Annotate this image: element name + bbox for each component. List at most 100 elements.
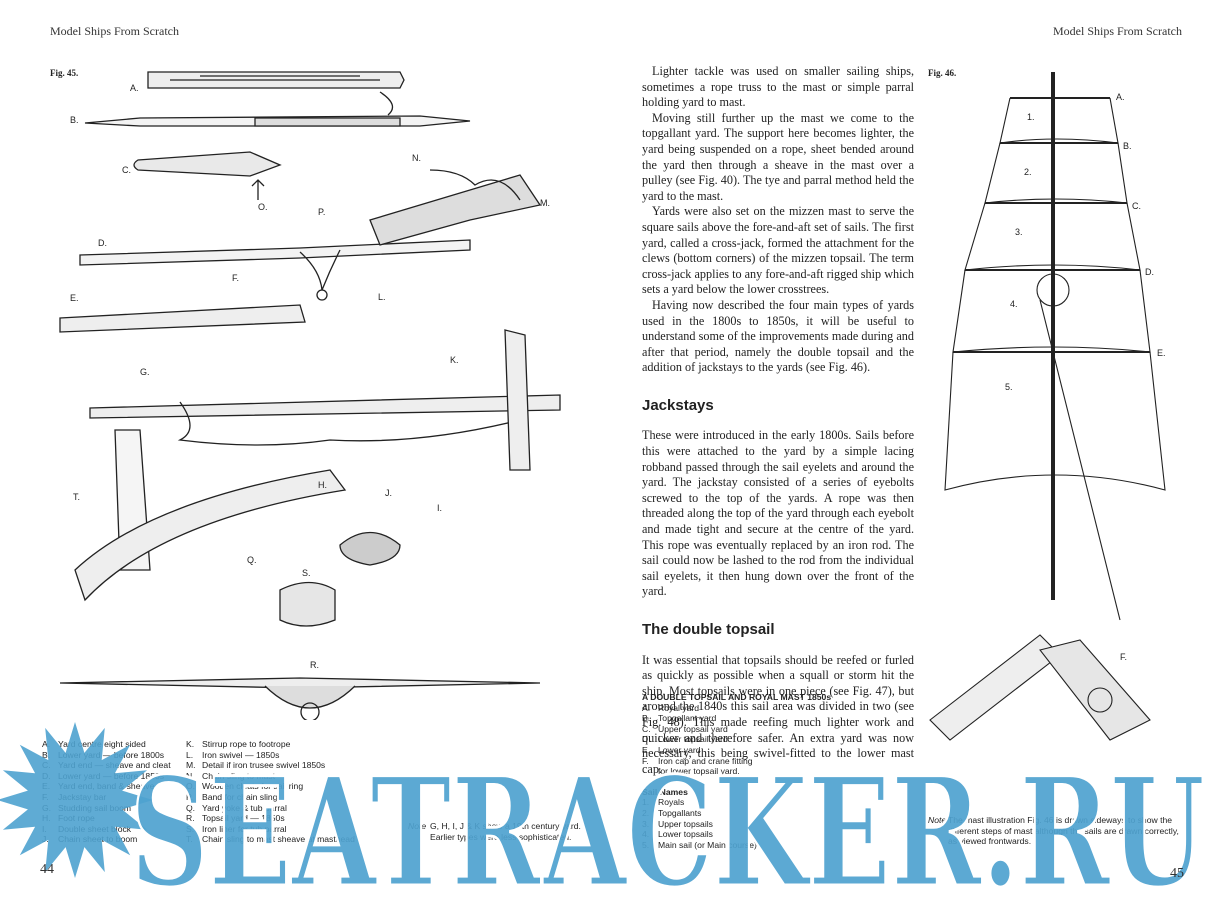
legend-key: C. bbox=[42, 760, 51, 771]
legend-key: J. bbox=[42, 834, 49, 845]
fig45-label-b: B. bbox=[70, 115, 79, 125]
legend-key: B. bbox=[642, 713, 651, 724]
fig46-caption: A DOUBLE TOPSAIL AND ROYAL MAST 1850s A.… bbox=[642, 692, 831, 850]
fig45-label-o: O. bbox=[258, 202, 268, 212]
legend-item: 4. Lower topsails bbox=[642, 829, 831, 840]
legend-item: 5. Main sail (or Main course) bbox=[642, 840, 831, 851]
fig45-illustration bbox=[59, 71, 561, 720]
legend-text: Jackstay bar bbox=[58, 791, 107, 802]
legend-key: T. bbox=[186, 834, 193, 845]
legend-text: Main sail (or Main course) bbox=[658, 839, 757, 850]
legend-text: Stirrup rope to footrope bbox=[202, 739, 291, 749]
fig45-label-e: E. bbox=[70, 293, 79, 303]
fig46-title: Fig. 46. bbox=[928, 68, 957, 78]
legend-key: F. bbox=[642, 755, 649, 766]
legend-text: Detail if iron trusee swivel 1850s bbox=[202, 760, 326, 771]
fig46-label-a: A. bbox=[1116, 92, 1125, 102]
legend-key: F. bbox=[42, 791, 49, 802]
legend-item: D.Lower yard — before 1850s bbox=[42, 771, 171, 782]
fig45-label-d: D. bbox=[98, 238, 107, 248]
legend-item: C.Upper topsail yard bbox=[642, 724, 831, 735]
note-line: Earlier types were less sophisticated. bbox=[430, 831, 572, 842]
note-text: The mast illustration Fig. 46 is drawn s… bbox=[948, 815, 1179, 847]
paragraph: Lighter tackle was used on smaller saili… bbox=[642, 64, 914, 110]
fig45-label-f: F. bbox=[232, 273, 240, 283]
legend-item: P.Band for chain sling bbox=[186, 792, 355, 803]
legend-key: M. bbox=[186, 760, 196, 771]
legend-key: S. bbox=[186, 823, 195, 834]
legend-key: K. bbox=[186, 739, 195, 749]
legend-text: Wooden cleats for sail ring bbox=[202, 781, 304, 792]
section-text-jackstays: These were introduced in the early 1800s… bbox=[642, 428, 914, 599]
legend-text: Upper topsails bbox=[658, 818, 713, 829]
legend-item: E.Yard end, band & sheave bbox=[42, 781, 171, 792]
fig46-label-c: C. bbox=[1132, 201, 1141, 211]
legend-item: 2.Topgallants bbox=[642, 808, 831, 819]
legend-text: Chain sheet to boom bbox=[58, 834, 138, 845]
fig46-label-e: E. bbox=[1157, 348, 1166, 358]
legend-text: Lower yard — before 1850s bbox=[58, 770, 165, 781]
section-heading-double-topsail: The double topsail bbox=[642, 621, 775, 638]
legend-key: A. bbox=[642, 702, 651, 713]
legend-item: T. Chain sling to mast sheave at masthead bbox=[186, 834, 355, 845]
legend-item: A. Royal yard bbox=[642, 703, 831, 714]
legend-item: C.Yard end — sheave and cleat bbox=[42, 760, 171, 771]
legend-item: L.Iron swivel — 1850s bbox=[186, 750, 355, 761]
legend-key: 3. bbox=[642, 818, 650, 829]
fig46-note: Note The mast illustration Fig. 46 is dr… bbox=[928, 815, 1188, 847]
fig45-label-g: G. bbox=[140, 367, 150, 377]
legend-text: Yard yoke & tub parral bbox=[202, 802, 287, 813]
left-page-number: 44 bbox=[40, 862, 54, 877]
section-heading-jackstays: Jackstays bbox=[642, 396, 714, 414]
legend-item: 3. Upper topsails bbox=[642, 819, 831, 830]
legend-key: E. bbox=[642, 744, 651, 755]
legend-text: Lower topsails bbox=[658, 829, 713, 840]
fig45-label-j: J. bbox=[385, 488, 393, 498]
legend-key: 4. bbox=[642, 829, 650, 840]
right-running-header: Model Ships From Scratch bbox=[1053, 24, 1182, 38]
legend-text: Topgallants bbox=[658, 807, 702, 818]
fig45-label-s: S. bbox=[302, 568, 311, 578]
legend-key: N. bbox=[186, 770, 195, 781]
legend-text: Upper topsail yard bbox=[658, 723, 728, 734]
note-line: G, H, I, J & K show a 19th century yard. bbox=[430, 821, 581, 831]
legend-item: A.Yard centre eight sided bbox=[42, 739, 171, 750]
legend-text: Royal yard bbox=[658, 702, 700, 713]
fig45-label-i: I. bbox=[437, 503, 443, 513]
legend-item: F. Iron cap and crane fitting bbox=[642, 756, 831, 767]
legend-text: Lower yard — before 1800s bbox=[58, 749, 165, 760]
left-running-header: Model Ships From Scratch bbox=[50, 24, 179, 38]
legend-text: Lower yard bbox=[658, 744, 701, 755]
note-label: Note bbox=[408, 821, 427, 831]
fig46-label-3: 3. bbox=[1015, 227, 1023, 237]
fig45-label-p: P. bbox=[318, 207, 326, 217]
legend-item: N.Chain sling to mast bbox=[186, 771, 355, 782]
legend-key: G. bbox=[42, 802, 52, 813]
fig46-label-2: 2. bbox=[1024, 167, 1032, 177]
sail-names-title: Sail Names bbox=[642, 786, 688, 797]
legend-text: Chain sling to mast sheave at masthead bbox=[202, 834, 355, 845]
legend-key: D. bbox=[642, 734, 651, 745]
section-text-double-topsail: It was essential that topsails should be… bbox=[642, 652, 914, 776]
fig46-label-b: B. bbox=[1123, 141, 1132, 151]
fig45-label-a: A. bbox=[130, 83, 139, 93]
fig45-label-n: N. bbox=[412, 153, 421, 163]
legend-item: E. Lower yard bbox=[642, 745, 831, 756]
legend-text: Double sheet block bbox=[58, 823, 132, 834]
legend-item: G.Studding sail boom bbox=[42, 803, 171, 814]
legend-key: O. bbox=[186, 781, 196, 792]
fig45-title: Fig. 45. bbox=[50, 68, 79, 78]
legend-text: Topgallant yard bbox=[658, 713, 717, 724]
legend-text: Royals bbox=[658, 797, 685, 808]
legend-text: Band for chain sling bbox=[202, 791, 278, 802]
legend-text: Iron cap and crane fitting bbox=[658, 755, 753, 766]
legend-text: Foot rope bbox=[58, 813, 95, 824]
fig46-illustration bbox=[929, 72, 1166, 741]
legend-item: R.Topsail yard — 1850s bbox=[186, 813, 355, 824]
legend-item: B.Lower yard — before 1800s bbox=[42, 750, 171, 761]
legend-key: 5. bbox=[642, 839, 650, 850]
legend-item: D.Lower topsail yard bbox=[642, 734, 831, 745]
fig45-label-t: T. bbox=[73, 492, 81, 502]
caption-title: A DOUBLE TOPSAIL AND ROYAL MAST 1850s bbox=[642, 692, 832, 702]
